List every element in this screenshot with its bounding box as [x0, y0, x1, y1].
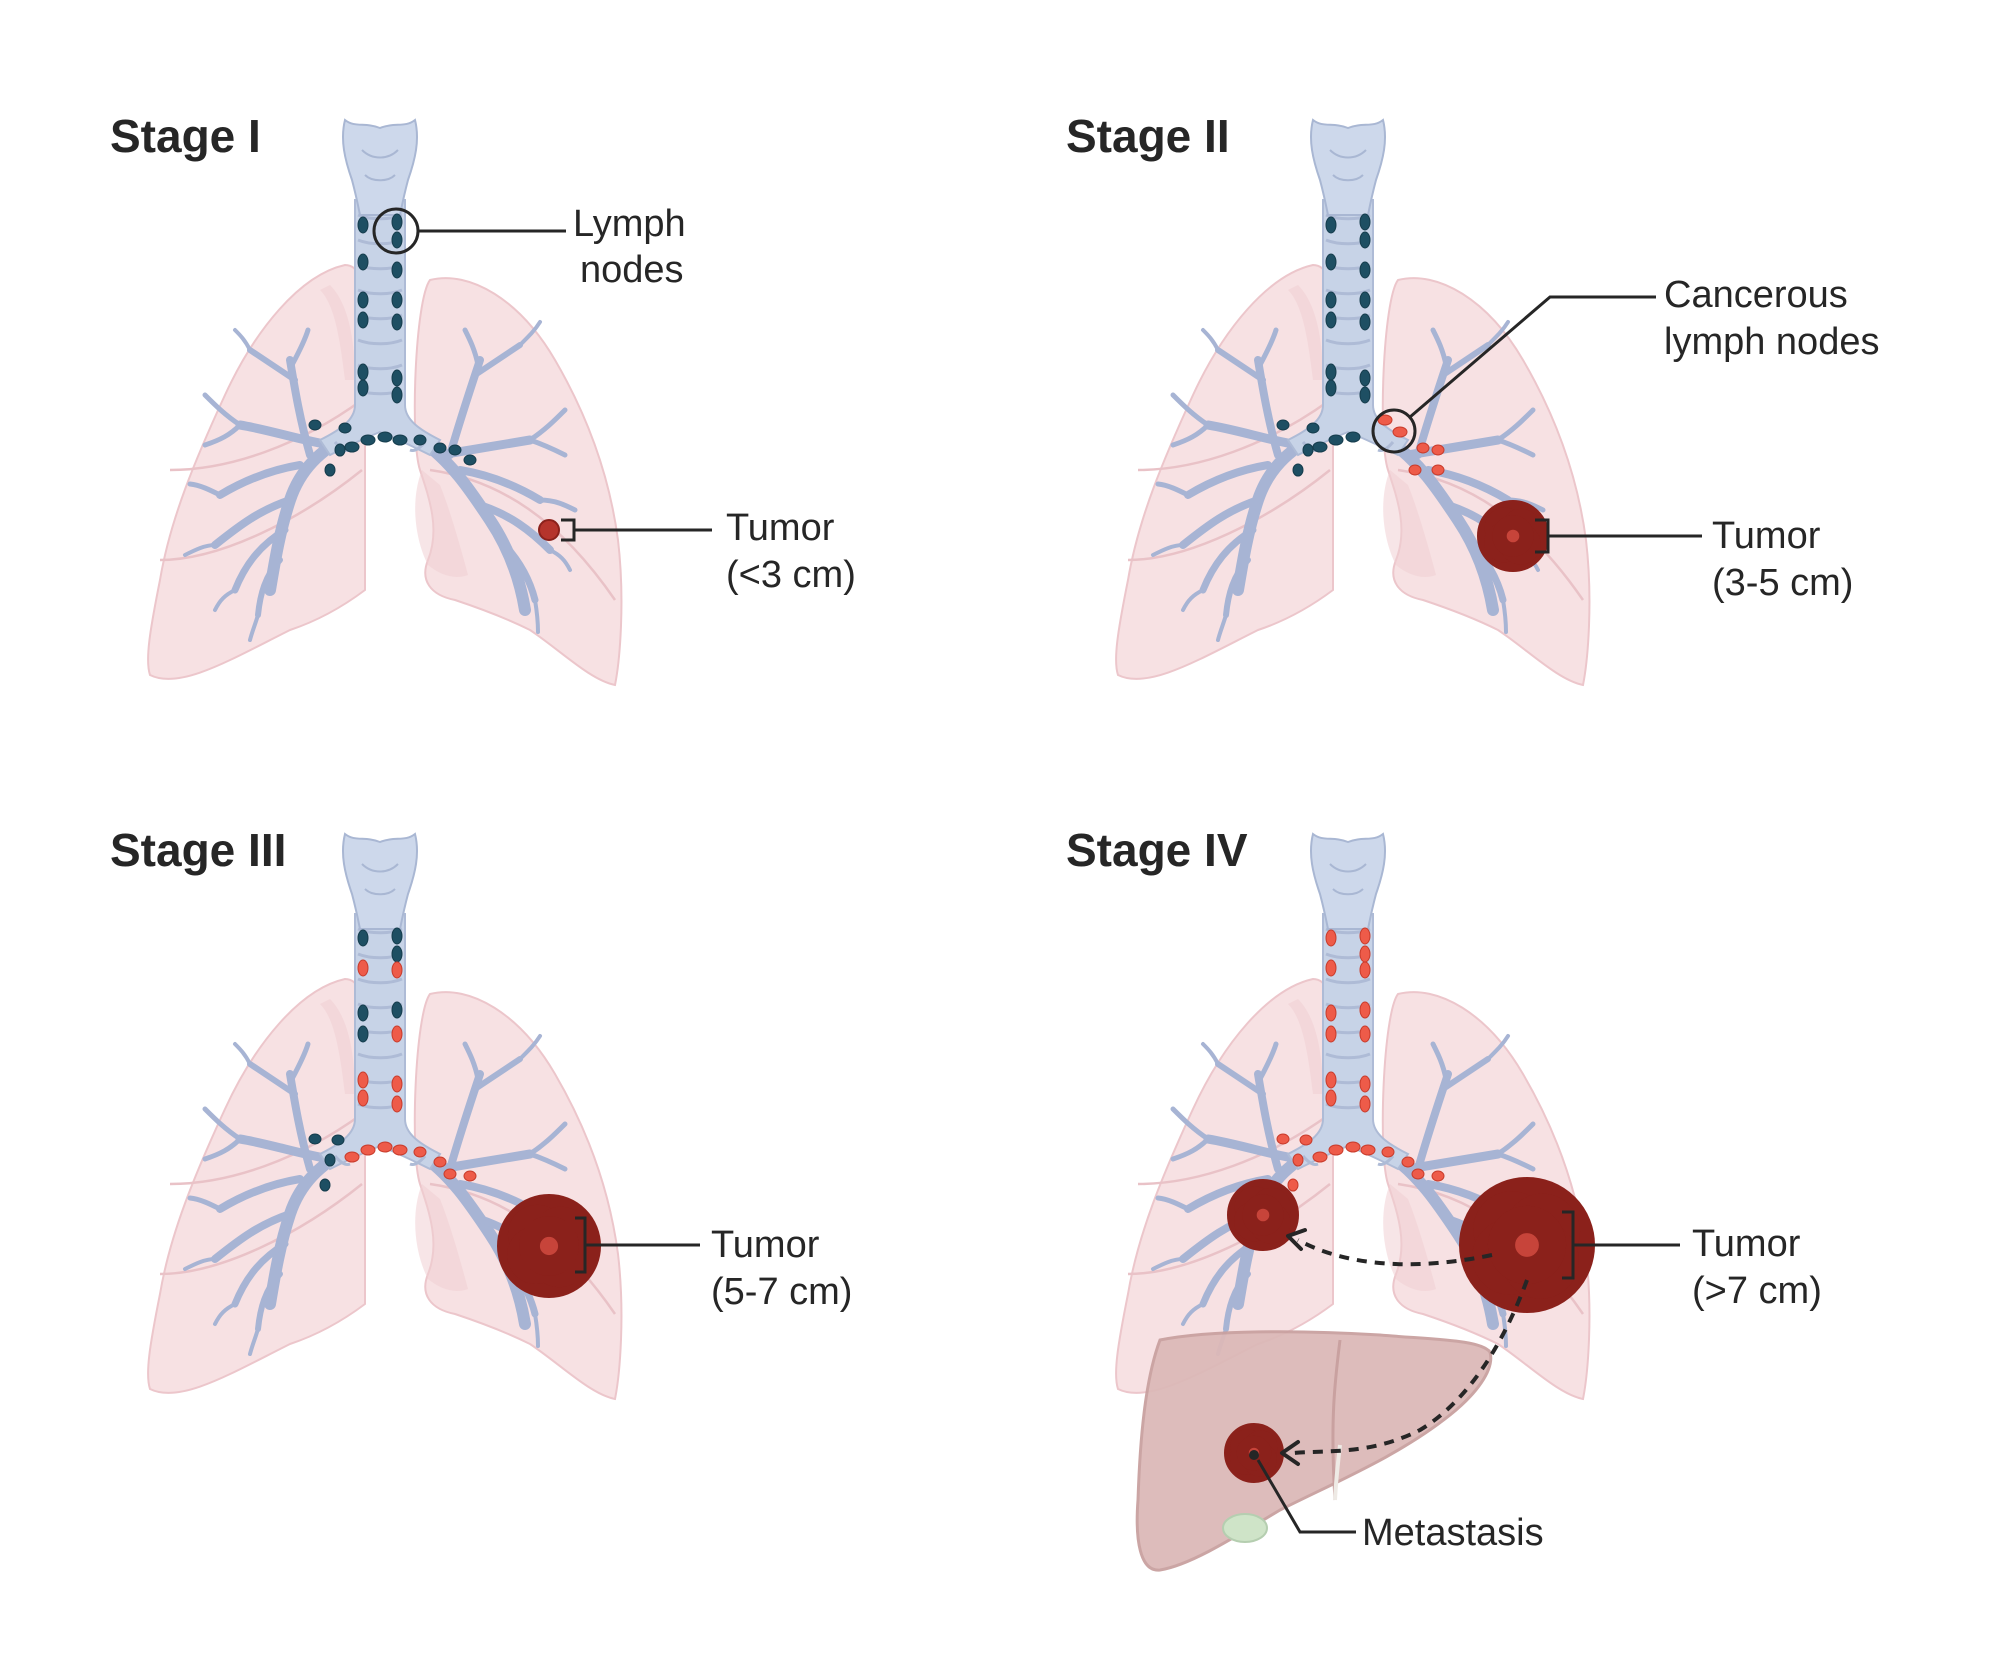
- lymph-nodes-mixed: [1276, 213, 1445, 477]
- tumor-medium: [1495, 518, 1531, 554]
- lymph-nodes-mixed: [308, 927, 477, 1192]
- cancerous-nodes-highlight-circle: [1371, 408, 1417, 454]
- lungs-illustration: [148, 120, 621, 685]
- spread-arrow-lung: [1297, 1238, 1493, 1267]
- lungs-illustration: [1116, 834, 1589, 1399]
- lymph-nodes-cancerous: [1276, 927, 1445, 1192]
- spread-arrow-liver: [1292, 1279, 1529, 1455]
- panel-stage-4: Stage IV: [1066, 824, 1822, 1572]
- stage-4-title: Stage IV: [1066, 824, 1248, 876]
- panel-stage-1: Stage I Lymph nodes Tumor (<3: [110, 110, 856, 685]
- tumor-label-stage-1: Tumor (<3 cm): [726, 507, 856, 596]
- metastasis-leader-line: [1256, 1459, 1356, 1534]
- metastasis-label: Metastasis: [1362, 1512, 1544, 1554]
- cancerous-nodes-leader-line: [1409, 295, 1656, 419]
- tumor-small: [538, 519, 560, 541]
- lymph-nodes-label: Lymph nodes: [573, 203, 696, 291]
- tumor-label-stage-2: Tumor (3-5 cm): [1712, 515, 1853, 604]
- tumor-label-stage-4: Tumor (>7 cm): [1692, 1223, 1822, 1312]
- tumor-label-stage-3: Tumor (5-7 cm): [711, 1224, 852, 1313]
- lungs-illustration: [148, 834, 621, 1399]
- tumor-large: [523, 1220, 575, 1272]
- stage-3-title: Stage III: [110, 824, 286, 876]
- lymph-nodes-healthy: [308, 213, 477, 477]
- panel-stage-2: Stage II Cancerous lymph nodes: [1066, 110, 1879, 685]
- stage-2-title: Stage II: [1066, 110, 1230, 162]
- tumor-primary: [1493, 1211, 1561, 1279]
- panel-stage-3: Stage III Tumor (5-7 cm): [110, 824, 852, 1399]
- metastasis-marker-dot: [1249, 1450, 1259, 1460]
- arrowhead-icon: [1286, 1228, 1307, 1251]
- cancerous-lymph-nodes-label: Cancerous lymph nodes: [1664, 274, 1879, 363]
- lungs-illustration: [1116, 120, 1589, 685]
- arrowhead-icon: [1280, 1440, 1300, 1466]
- stage-1-title: Stage I: [110, 110, 261, 162]
- metastasis-tumor-lung: [1245, 1197, 1281, 1233]
